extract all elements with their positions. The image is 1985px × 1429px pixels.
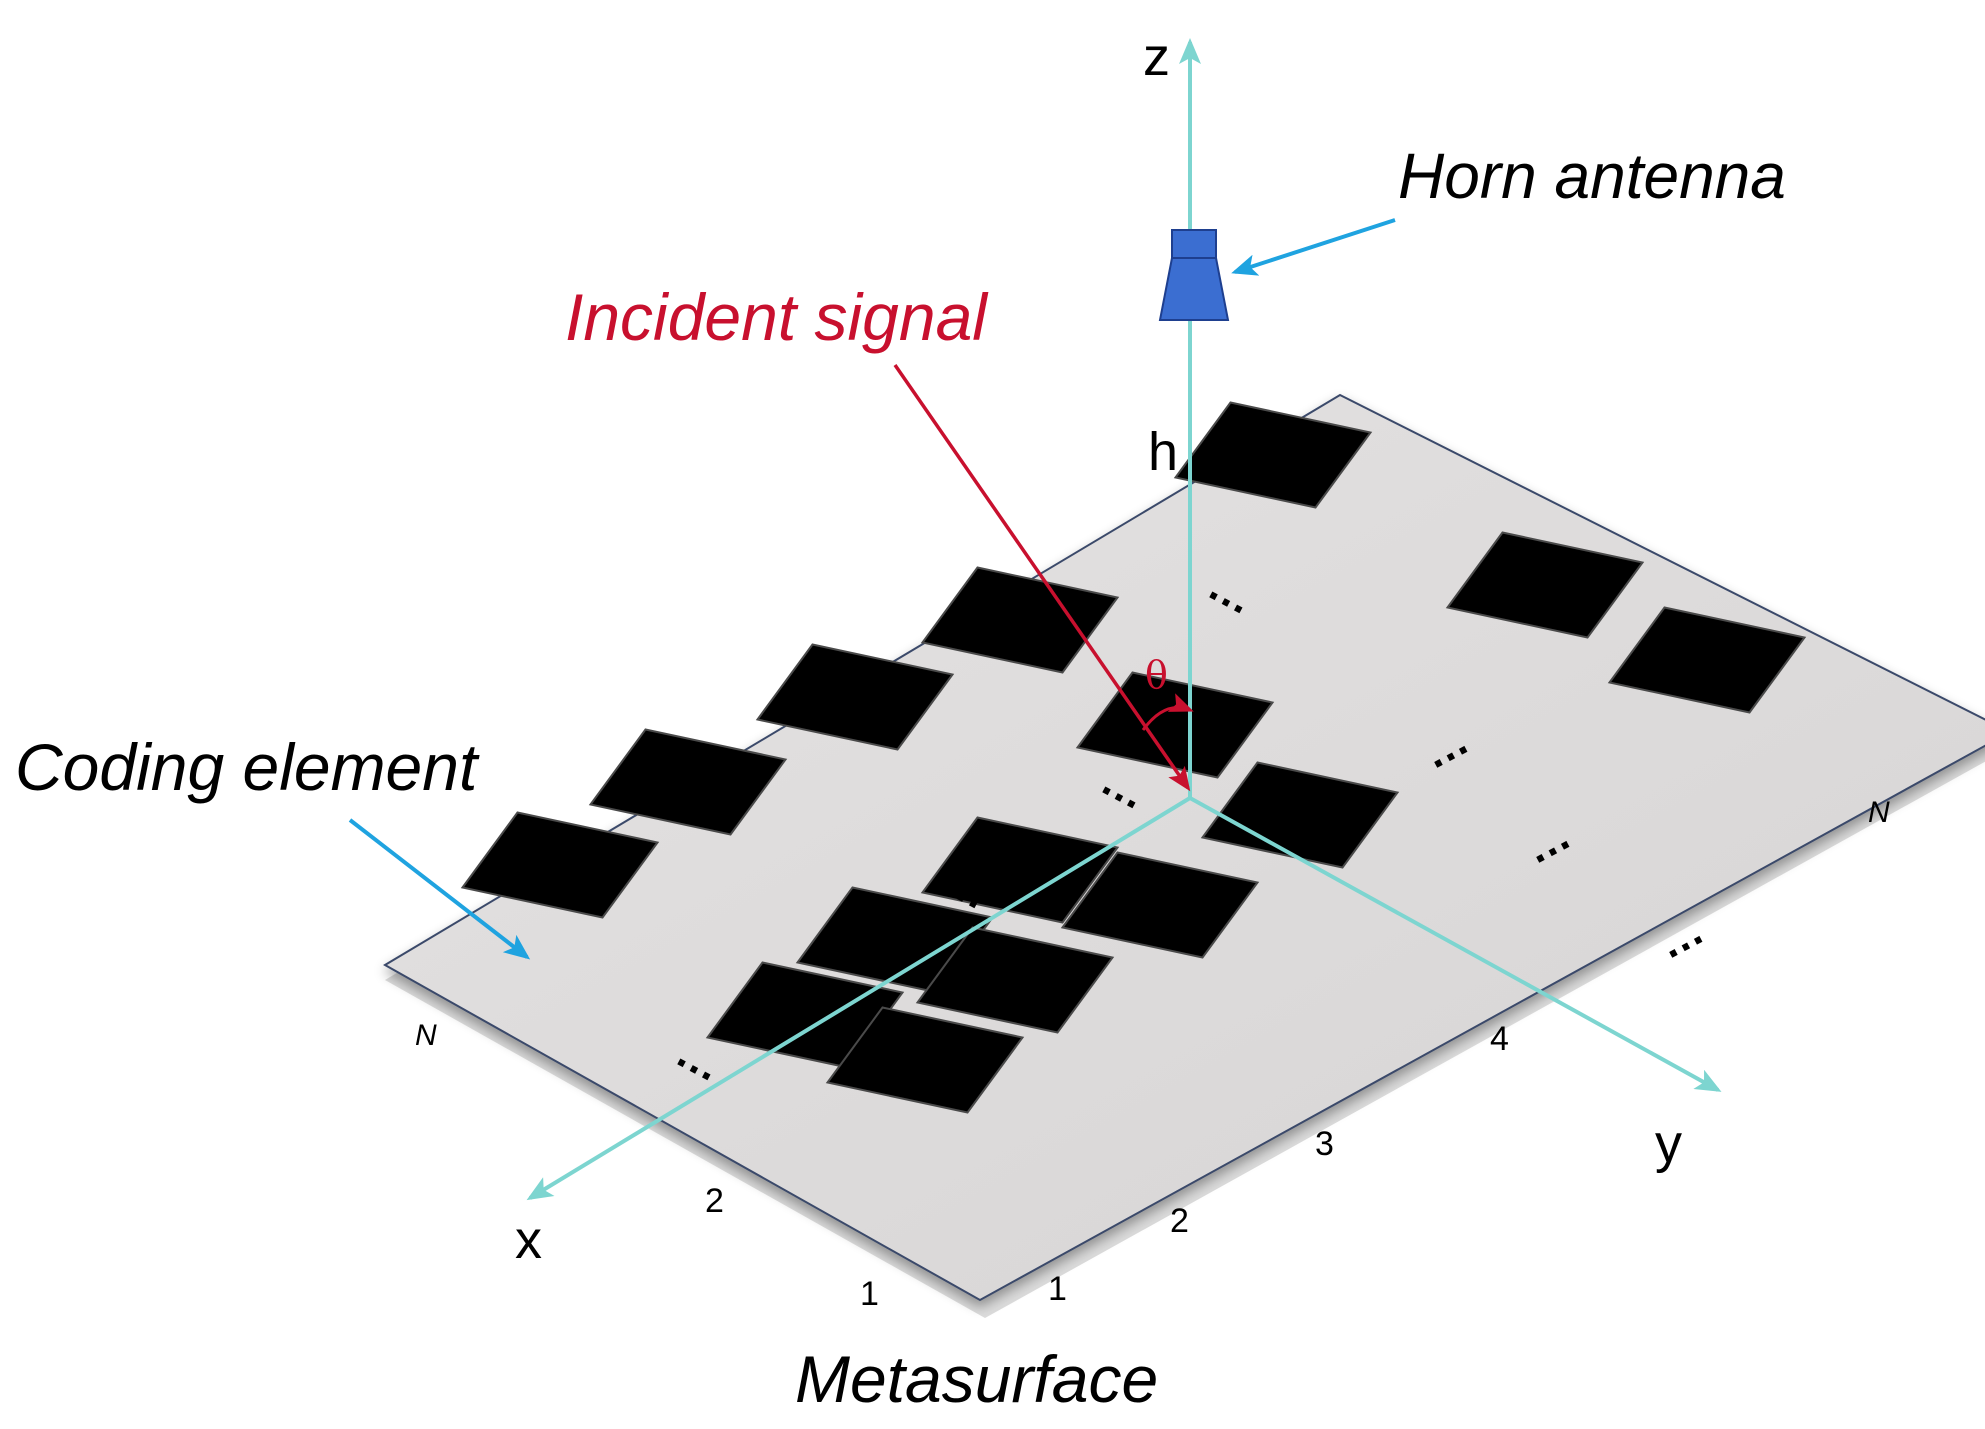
y-index-n: N (1868, 796, 1890, 829)
coordinate-axes (526, 38, 1722, 1201)
theta-label: θ (1145, 653, 1168, 697)
incident-signal-label: Incident signal (565, 280, 989, 354)
x-index-n: N (415, 1019, 437, 1052)
coding-element-square (1200, 761, 1400, 869)
coding-element-square (1173, 401, 1373, 509)
coding-element-square (920, 566, 1120, 674)
x-axis-label: x (515, 1210, 542, 1270)
horn-pointer-arrow (1231, 218, 1396, 276)
coding-element-label: Coding element (15, 730, 480, 804)
y-axis-label: y (1655, 1114, 1682, 1174)
incident-signal-arrow (893, 364, 1191, 792)
y-index-2: 2 (1170, 1202, 1189, 1240)
coding-element-square (755, 643, 955, 751)
y-index-3: 3 (1315, 1125, 1334, 1163)
coding-element-square (460, 811, 660, 919)
coding-elements (460, 401, 1807, 1114)
y-index-1: 1 (1048, 1270, 1067, 1308)
coding-element-square (915, 926, 1115, 1034)
coding-element-square (1607, 606, 1807, 714)
theta-arc (1141, 693, 1194, 731)
horn-antenna-label: Horn antenna (1398, 140, 1786, 212)
z-axis-label: z (1143, 27, 1170, 87)
coding-element-square (1445, 531, 1645, 639)
coding-element-square (825, 1006, 1025, 1114)
height-label: h (1148, 422, 1178, 482)
coding-element-square (588, 728, 788, 836)
y-axis-line (1189, 796, 1722, 1092)
horn-antenna-icon (1158, 229, 1230, 321)
y-index-4: 4 (1490, 1020, 1509, 1058)
coding-element-pointer-arrow (348, 818, 531, 960)
coding-element-square (920, 816, 1120, 924)
metasurface-label: Metasurface (795, 1342, 1158, 1416)
x-index-2: 2 (705, 1182, 724, 1220)
x-index-1: 1 (860, 1275, 879, 1313)
coding-element-square (1060, 851, 1260, 959)
x-axis-line (526, 796, 1192, 1201)
